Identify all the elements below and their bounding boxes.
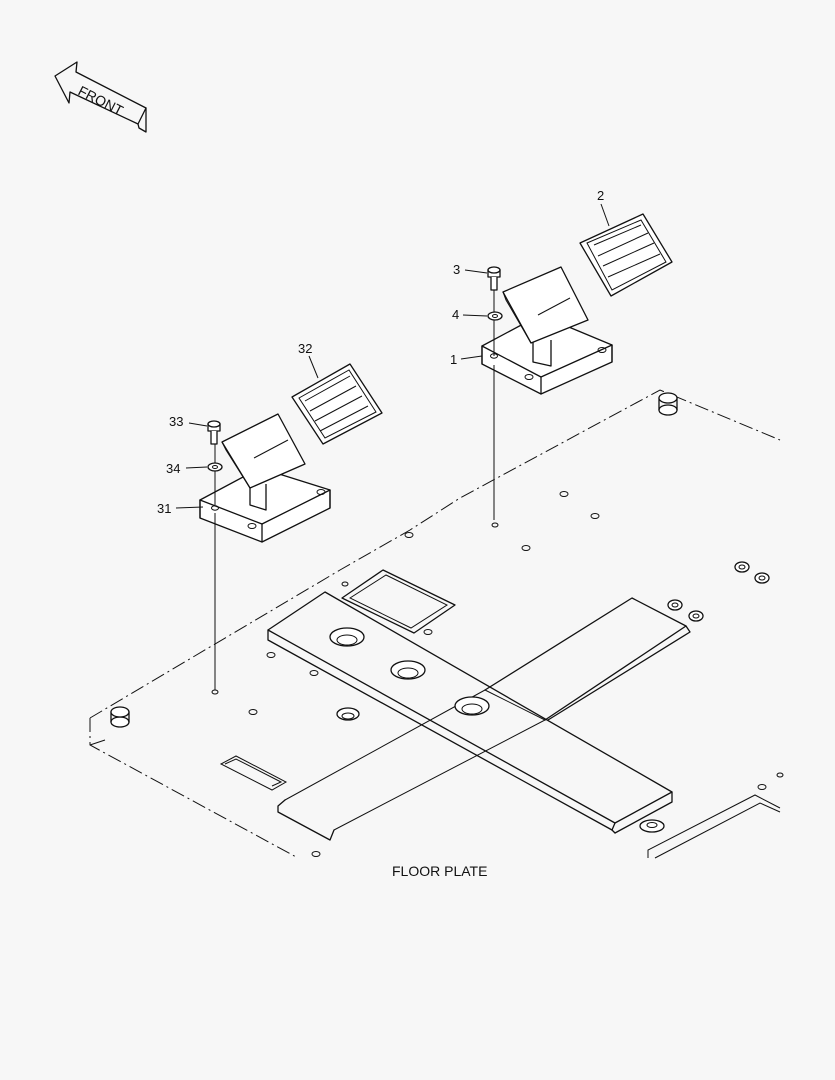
hex-nut-icon — [667, 561, 770, 622]
callout-3: 3 — [453, 262, 460, 277]
front-arrow-icon: FRONT — [54, 61, 147, 133]
bolt-icon — [487, 266, 501, 291]
floor-plate — [89, 389, 784, 859]
pedal-assembly-left — [199, 363, 383, 543]
inspection-cover — [341, 569, 456, 634]
diagram-caption: FLOOR PLATE — [392, 863, 487, 879]
washer-icon — [639, 819, 665, 833]
cross-channel — [277, 597, 691, 841]
washer-icon — [207, 462, 223, 472]
pedal-assembly-right — [481, 213, 673, 395]
callout-34: 34 — [166, 461, 180, 476]
corner-post — [658, 392, 678, 416]
callout-1: 1 — [450, 352, 457, 367]
callout-31: 31 — [157, 501, 171, 516]
callout-4: 4 — [452, 307, 459, 322]
callout-33: 33 — [169, 414, 183, 429]
corner-post — [110, 706, 130, 728]
washer-icon — [487, 311, 503, 321]
pedal-pad — [579, 213, 673, 297]
slot — [219, 755, 288, 791]
front-arrow-label: FRONT — [76, 82, 127, 118]
callout-2: 2 — [597, 188, 604, 203]
mounting-hole — [211, 491, 784, 857]
pedal-pad — [291, 363, 383, 445]
leader-lines — [175, 203, 610, 509]
main-beam — [267, 591, 673, 834]
bolt-icon — [207, 420, 221, 445]
callout-32: 32 — [298, 341, 312, 356]
